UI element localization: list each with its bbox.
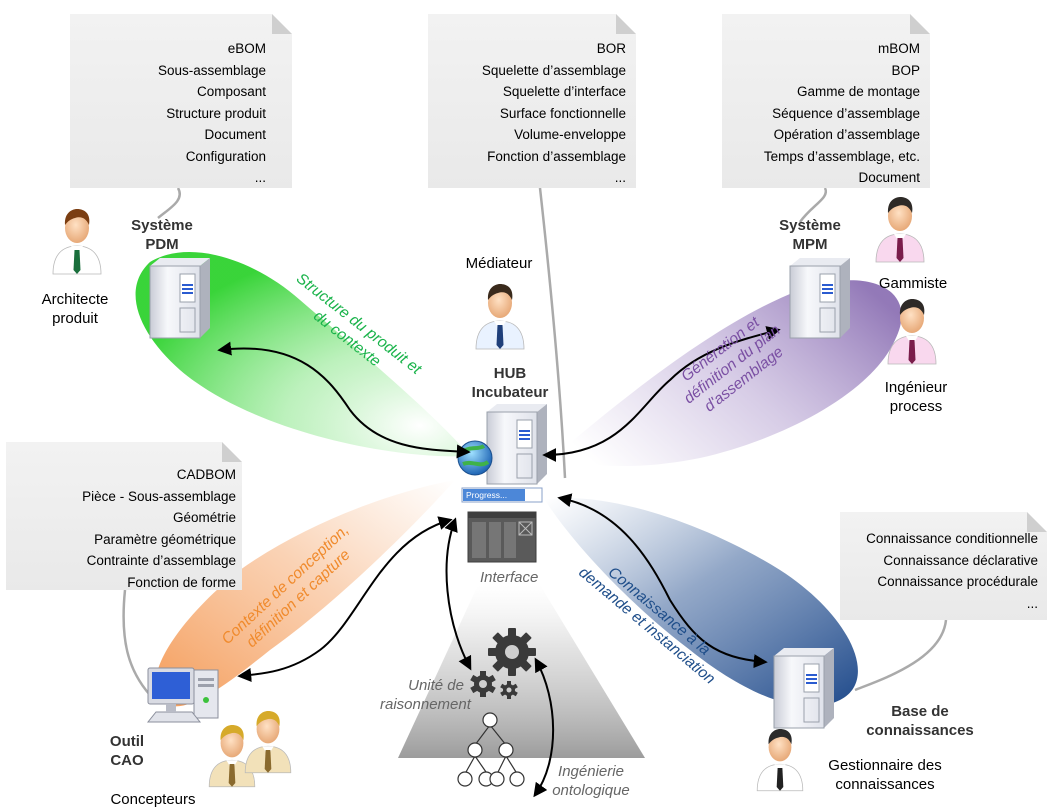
note-line: Paramètre géométrique [94,531,236,547]
note-line: Structure produit [166,105,266,121]
actor-label-ingenieur: Ingénieur process [884,379,948,415]
note-line: Document [858,170,920,185]
note-line: Contrainte d’assemblage [86,553,236,568]
gestionnaire-person-icon [756,729,804,792]
note-line: Gamme de montage [796,84,920,99]
system-label-cao: Outil CAO [109,733,145,769]
note-line: CADBOM [176,467,236,482]
note-line: Surface fonctionnelle [499,105,626,121]
note-line: Squelette d’interface [502,84,626,99]
progress-label: Progress... [466,490,508,500]
note-line: Pièce - Sous-assemblage [82,488,236,504]
interface-window-icon[interactable] [467,511,537,563]
note-line: Document [204,127,266,142]
actor-label-architecte: Architecte produit [41,291,109,327]
mpm-server-icon[interactable] [789,258,850,339]
reasoning-unit-label: Unité de raisonnement [380,677,471,713]
note-line: Squelette d’assemblage [481,62,626,78]
hub-server-icon[interactable] [486,404,547,485]
note-line: BOP [891,62,920,78]
note-line: Séquence d’assemblage [772,105,920,121]
kb-server-icon[interactable] [773,648,834,729]
note-box-hub [428,14,636,188]
gammiste-person-icon [875,197,925,263]
mediateur-person-icon [475,284,525,350]
system-label-mpm: Système MPM [779,217,841,253]
interface-label: Interface [480,569,539,586]
note-box-kb [840,512,1047,620]
note-line: Opération d’assemblage [773,127,920,142]
flow-arrows [217,326,781,798]
actor-label-concepteurs: Concepteurs [110,791,196,808]
actor-label-gammiste: Gammiste [878,275,948,292]
concepteur-person-icon-1 [208,725,256,788]
note-line: eBOM [227,41,266,56]
globe-icon [457,440,493,476]
note-box-pdm [70,14,292,188]
note-line: Géométrie [172,510,236,525]
note-line: Fonction de forme [127,574,236,590]
ontology-tree-icon [457,712,525,787]
cao-computer-icon[interactable] [146,667,219,723]
progress-bar [461,487,543,503]
note-line: Connaissance conditionnelle [866,531,1038,546]
note-line: ... [1026,595,1038,611]
system-label-hub: HUB Incubateur [471,365,549,401]
ontology-label: Ingénierie ontologique [552,763,630,799]
pdm-server-icon[interactable] [149,258,210,339]
note-box-mpm [722,14,930,188]
note-line: Volume-enveloppe [514,127,626,142]
reasoning-cone [398,585,645,758]
gears-icon [470,628,536,699]
note-line: Connaissance procédurale [877,574,1038,589]
actor-label-mediateur: Médiateur [465,255,533,272]
ingenieur-person-icon [887,299,937,365]
note-line: Fonction d’assemblage [487,148,626,164]
note-line: ... [254,170,266,185]
note-line: Configuration [185,148,266,164]
architecte-person-icon [52,209,102,275]
note-line: Connaissance déclarative [883,552,1038,568]
note-line: mBOM [878,41,920,56]
note-line: Composant [196,84,266,99]
note-line: Sous-assemblage [157,62,266,78]
note-line: ... [614,170,626,185]
concepteur-person-icon-2 [244,711,292,774]
note-line: BOR [596,41,626,56]
note-line: Temps d’assemblage, etc. [763,148,920,164]
system-label-kb: Base de connaissances [866,703,974,739]
system-label-pdm: Système PDM [131,217,193,253]
actor-label-gestionnaire: Gestionnaire des connaissances [828,757,942,793]
